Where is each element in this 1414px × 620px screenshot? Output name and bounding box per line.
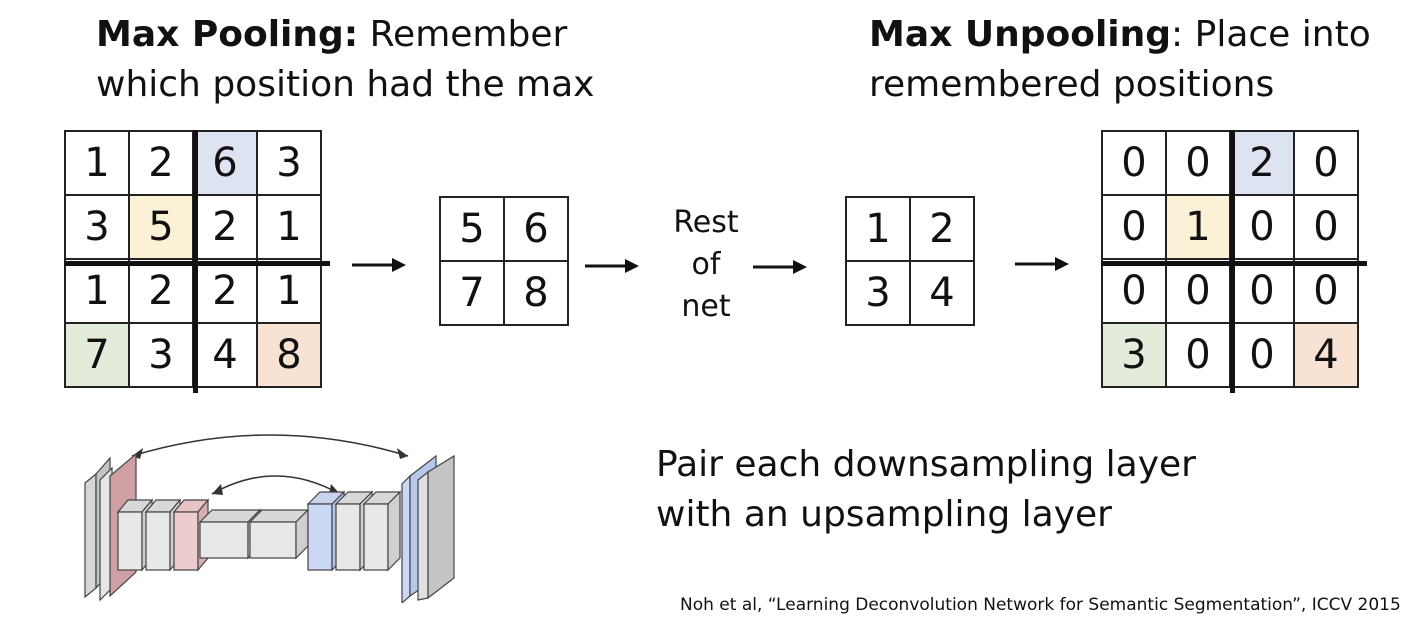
encoder-decoder-network-illustration <box>84 434 455 603</box>
max-pooling-desc-2: which position had the max <box>96 64 595 105</box>
input-grid-cell: 2 <box>193 259 257 323</box>
small-grid-cell: 3 <box>846 261 910 325</box>
pooled-grid-cell: 7 <box>440 261 504 325</box>
output-grid-cell: 0 <box>1102 131 1166 195</box>
input-grid-cell: 8 <box>257 323 321 387</box>
pair-layers-line-2: with an upsampling layer <box>656 494 1112 535</box>
input-grid-divider-h <box>64 261 330 266</box>
output-grid-cell: 0 <box>1166 131 1230 195</box>
output-grid-cell: 0 <box>1294 131 1358 195</box>
small-grid-cell: 1 <box>846 197 910 261</box>
rest-of-net-line-3: net <box>681 289 731 324</box>
max-unpooling-desc-1: : Place into <box>1171 14 1371 55</box>
output-grid-cell: 0 <box>1294 259 1358 323</box>
arrow-right-icon <box>352 258 406 272</box>
input-grid-cell: 2 <box>193 195 257 259</box>
pair-layers-text: Pair each downsampling layer with an ups… <box>656 440 1196 540</box>
arrow-right-icon <box>753 260 807 274</box>
input-grid-cell: 3 <box>257 131 321 195</box>
max-unpooling-heading: Max Unpooling: Place into remembered pos… <box>869 10 1371 110</box>
output-grid-cell: 0 <box>1230 259 1294 323</box>
pooled-grid-cell: 6 <box>504 197 568 261</box>
input-grid-cell: 7 <box>65 323 129 387</box>
output-grid-cell: 0 <box>1102 259 1166 323</box>
rest-of-net-label: Rest of net <box>661 202 751 328</box>
input-grid-cell: 3 <box>129 323 193 387</box>
output-grid-cell: 0 <box>1166 323 1230 387</box>
max-pooling-title: Max Pooling: <box>96 14 359 55</box>
max-unpooling-desc-2: remembered positions <box>869 64 1275 105</box>
input-grid-cell: 1 <box>65 131 129 195</box>
output-grid-divider-h <box>1101 261 1367 266</box>
input-grid-cell: 1 <box>257 259 321 323</box>
input-grid-cell: 1 <box>65 259 129 323</box>
max-pooling-desc-1: Remember <box>358 14 568 55</box>
small-grid-cell: 2 <box>910 197 974 261</box>
input-grid-cell: 2 <box>129 131 193 195</box>
rest-of-net-line-2: of <box>691 247 721 282</box>
input-grid-cell: 1 <box>257 195 321 259</box>
rest-of-net-line-1: Rest <box>673 205 739 240</box>
pooled-grid-cell: 8 <box>504 261 568 325</box>
arrow-right-icon <box>585 259 639 273</box>
arrow-right-icon <box>1015 257 1069 271</box>
max-unpooling-title: Max Unpooling <box>869 14 1172 55</box>
output-grid-cell: 2 <box>1230 131 1294 195</box>
input-grid-cell: 3 <box>65 195 129 259</box>
citation: Noh et al, “Learning Deconvolution Netwo… <box>680 595 1401 615</box>
output-grid-cell: 1 <box>1166 195 1230 259</box>
pair-layers-line-1: Pair each downsampling layer <box>656 444 1196 485</box>
max-pooling-heading: Max Pooling: Remember which position had… <box>96 10 594 110</box>
output-grid-cell: 0 <box>1166 259 1230 323</box>
pooled-grid-cell: 5 <box>440 197 504 261</box>
output-grid-cell: 0 <box>1230 323 1294 387</box>
output-grid-cell: 0 <box>1230 195 1294 259</box>
input-grid-cell: 6 <box>193 131 257 195</box>
input-grid-cell: 4 <box>193 323 257 387</box>
output-grid-cell: 0 <box>1294 195 1358 259</box>
input-grid-cell: 2 <box>129 259 193 323</box>
small-grid-cell: 4 <box>910 261 974 325</box>
output-grid-cell: 3 <box>1102 323 1166 387</box>
input-grid-cell: 5 <box>129 195 193 259</box>
output-grid-cell: 4 <box>1294 323 1358 387</box>
output-grid-cell: 0 <box>1102 195 1166 259</box>
